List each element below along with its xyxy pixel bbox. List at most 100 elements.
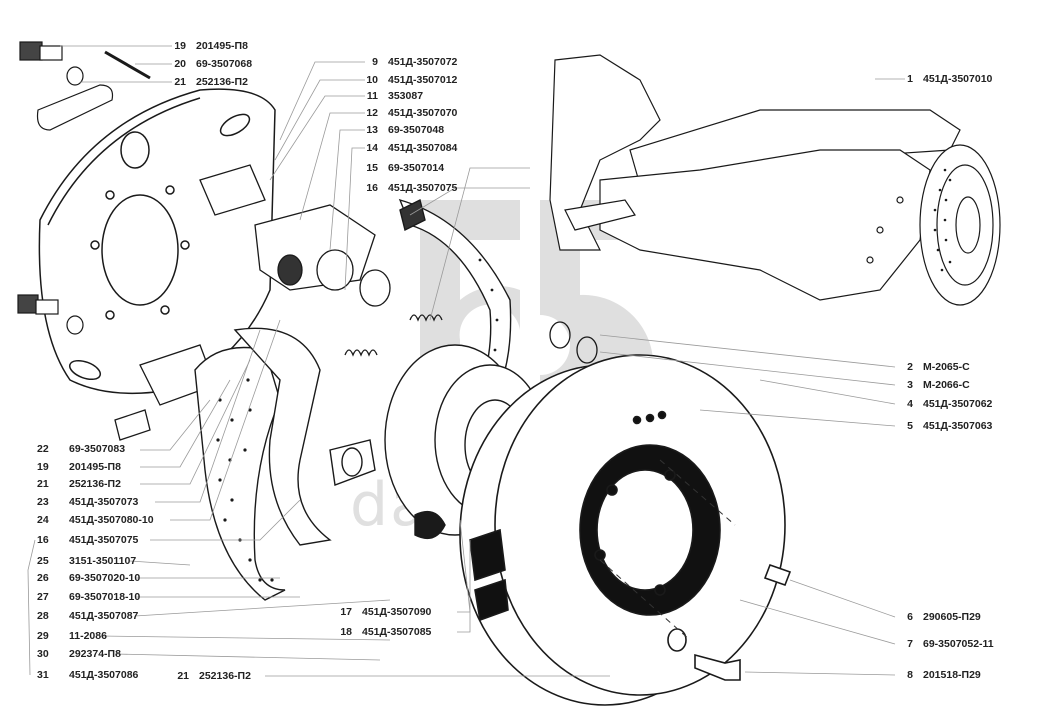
part-label: 19 201495-П8 xyxy=(37,461,121,473)
part-code: 451Д-3507084 xyxy=(388,142,458,154)
part-number: 21 xyxy=(37,478,49,490)
part-code: 69-3507083 xyxy=(69,443,126,455)
part-code: 451Д-3507073 xyxy=(69,496,139,508)
part-label: 29 11-2086 xyxy=(37,630,107,642)
part-number: 8 xyxy=(907,669,913,681)
part-label: 21 252136-П2 xyxy=(170,76,248,88)
part-code: 69-3507020-10 xyxy=(69,572,141,584)
part-code: 451Д-3507086 xyxy=(69,669,139,681)
part-label: 15 69-3507014 xyxy=(362,162,444,174)
part-label: 7 69-3507052-11 xyxy=(897,638,994,650)
part-code: 69-3507068 xyxy=(196,58,253,70)
part-label: 9 451Д-3507072 xyxy=(362,56,457,68)
part-label: 2 М-2065-С xyxy=(897,361,970,373)
part-number: 9 xyxy=(372,56,378,68)
part-code: М-2065-С xyxy=(923,361,970,373)
part-number: 24 xyxy=(37,514,49,526)
part-code: 201495-П8 xyxy=(69,461,121,473)
drum-dashed-lines xyxy=(599,459,736,641)
axle-shoe-dots xyxy=(933,168,952,272)
part-label: 4 451Д-3507062 xyxy=(897,398,992,410)
part-label: 26 69-3507020-10 xyxy=(37,572,140,584)
spring-drawing xyxy=(344,314,598,364)
part-number: 23 xyxy=(37,496,49,508)
part-label: 23 451Д-3507073 xyxy=(37,496,138,508)
part-code: 451Д-3507085 xyxy=(362,626,432,638)
part-code: 201518-П29 xyxy=(923,669,981,681)
part-label: 14 451Д-3507084 xyxy=(362,142,457,154)
part-number: 2 xyxy=(907,361,913,373)
part-code: 252136-П2 xyxy=(199,670,251,682)
brake-drum-drawing xyxy=(459,354,792,706)
part-number: 16 xyxy=(37,534,49,546)
part-label: 24 451Д-3507080-10 xyxy=(37,514,154,526)
part-code: 69-3507014 xyxy=(388,162,445,174)
part-number: 20 xyxy=(174,58,186,70)
part-code: 451Д-3507080-10 xyxy=(69,514,154,526)
part-number: 19 xyxy=(37,461,49,473)
wheel-cylinder-drawing xyxy=(114,164,391,441)
part-code: 69-3507052-11 xyxy=(923,638,994,650)
part-label: 8 201518-П29 xyxy=(897,669,981,681)
part-code: 69-3507018-10 xyxy=(69,591,141,603)
part-number: 7 xyxy=(907,638,913,650)
axle-assembly-drawing xyxy=(549,54,1001,306)
part-code: 451Д-3507087 xyxy=(69,610,139,622)
part-number: 10 xyxy=(366,74,378,86)
leader-lines xyxy=(27,45,905,677)
part-number: 5 xyxy=(907,420,913,432)
part-code: 290605-П29 xyxy=(923,611,981,623)
part-code: 252136-П2 xyxy=(196,76,248,88)
part-number: 14 xyxy=(366,142,378,154)
part-code: 11-2086 xyxy=(69,630,107,642)
part-number: 21 xyxy=(174,76,186,88)
part-label: 20 69-3507068 xyxy=(170,58,252,70)
part-number: 31 xyxy=(37,669,49,681)
part-number: 4 xyxy=(907,398,913,410)
part-code: 451Д-3507075 xyxy=(69,534,139,546)
part-number: 16 xyxy=(366,182,378,194)
part-code: 451Д-3507070 xyxy=(388,107,458,119)
part-code: 201495-П8 xyxy=(196,40,248,52)
part-code: 451Д-3507010 xyxy=(923,73,993,85)
part-number: 22 xyxy=(37,443,49,455)
part-code: 292374-П8 xyxy=(69,648,121,660)
part-number: 13 xyxy=(366,124,378,136)
part-number: 26 xyxy=(37,572,49,584)
part-label: 25 3151-3501107 xyxy=(37,555,136,567)
part-code: 3151-3501107 xyxy=(69,555,137,567)
part-label: 6 290605-П29 xyxy=(897,611,981,623)
part-number: 25 xyxy=(37,555,49,567)
part-code: 69-3507048 xyxy=(388,124,445,136)
part-number: 28 xyxy=(37,610,49,622)
part-number: 15 xyxy=(366,162,378,174)
part-code: М-2066-С xyxy=(923,379,970,391)
backing-plate-drawing xyxy=(38,88,276,395)
part-label: 28 451Д-3507087 xyxy=(37,610,138,622)
part-code: 252136-П2 xyxy=(69,478,121,490)
part-label: 22 69-3507083 xyxy=(37,443,125,455)
part-code: 451Д-3507072 xyxy=(388,56,458,68)
part-code: 353087 xyxy=(388,90,424,102)
part-label: 31 451Д-3507086 xyxy=(37,669,138,681)
brake-shoe-drawing xyxy=(194,198,512,601)
part-label: 21 252136-П2 xyxy=(37,478,121,490)
part-number: 17 xyxy=(340,606,352,618)
part-number: 6 xyxy=(907,611,913,623)
part-number: 18 xyxy=(340,626,352,638)
part-code: 451Д-3507062 xyxy=(923,398,993,410)
part-number: 29 xyxy=(37,630,49,642)
bolt-drawing xyxy=(17,41,151,335)
part-code: 451Д-3507063 xyxy=(923,420,993,432)
part-code: 451Д-3507090 xyxy=(362,606,432,618)
